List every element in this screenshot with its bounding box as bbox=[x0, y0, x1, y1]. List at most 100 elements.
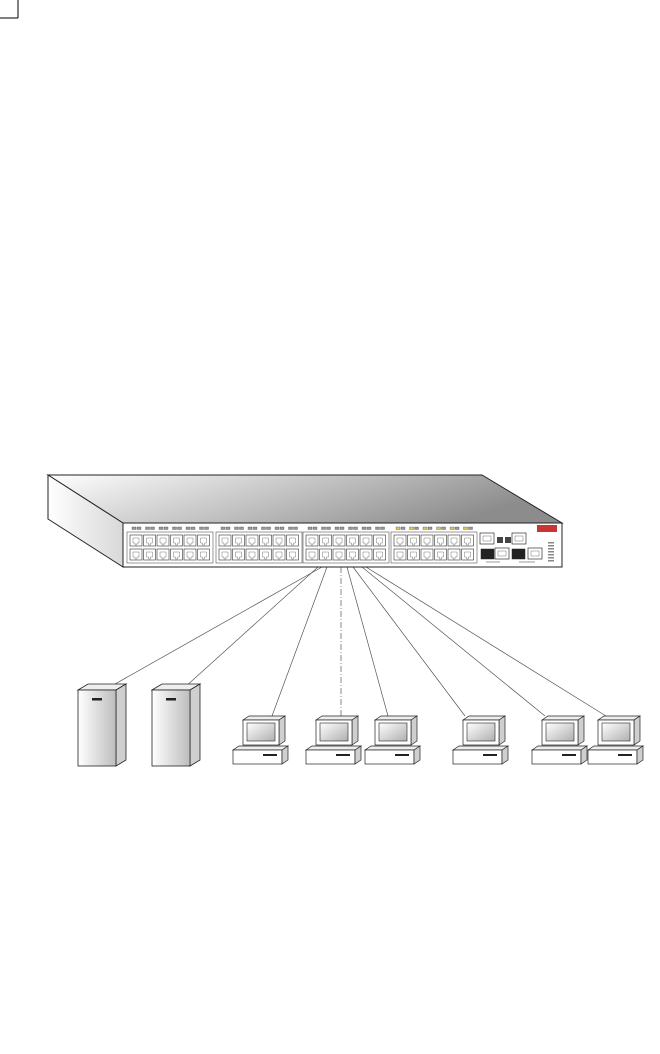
port-led bbox=[159, 527, 163, 530]
ethernet-port bbox=[246, 535, 258, 546]
port-led bbox=[362, 527, 366, 530]
port-led bbox=[340, 527, 344, 530]
ethernet-port bbox=[287, 535, 299, 546]
server-group bbox=[78, 684, 200, 766]
pc-base-top bbox=[532, 746, 587, 750]
port-led bbox=[200, 527, 204, 530]
port-led bbox=[240, 527, 244, 530]
port-led bbox=[280, 527, 284, 530]
port-led bbox=[376, 527, 380, 530]
port-led bbox=[396, 527, 400, 530]
workstation-pc bbox=[588, 716, 643, 764]
ethernet-port bbox=[144, 535, 156, 546]
workstation-pc bbox=[233, 716, 288, 764]
ethernet-port bbox=[273, 535, 285, 546]
ethernet-port bbox=[171, 535, 183, 546]
switch-top-panel bbox=[48, 475, 562, 523]
ethernet-port bbox=[360, 549, 372, 560]
workstation-group bbox=[233, 716, 643, 764]
uplink-port bbox=[480, 533, 494, 544]
workstation-pc bbox=[306, 716, 361, 764]
port-led bbox=[410, 527, 414, 530]
port-led bbox=[455, 527, 459, 530]
ethernet-port bbox=[435, 535, 447, 546]
network-link bbox=[366, 567, 606, 716]
uplink-port bbox=[495, 548, 509, 559]
ethernet-port bbox=[421, 549, 433, 560]
ethernet-port bbox=[435, 549, 447, 560]
port-led bbox=[349, 527, 353, 530]
ethernet-port bbox=[462, 535, 474, 546]
status-led bbox=[548, 545, 554, 547]
ethernet-port bbox=[233, 535, 245, 546]
status-led bbox=[548, 551, 554, 553]
port-led bbox=[275, 527, 279, 530]
server-drive-slot bbox=[92, 698, 102, 701]
ethernet-port bbox=[233, 549, 245, 560]
port-led bbox=[308, 527, 312, 530]
ethernet-port bbox=[320, 549, 332, 560]
port-led bbox=[442, 527, 446, 530]
port-led bbox=[289, 527, 293, 530]
port-led bbox=[415, 527, 419, 530]
pc-base-top bbox=[233, 746, 288, 750]
monitor-side bbox=[578, 716, 584, 745]
port-led bbox=[253, 527, 257, 530]
monitor-screen bbox=[379, 723, 407, 741]
console-port bbox=[505, 537, 511, 543]
ethernet-port bbox=[421, 535, 433, 546]
ethernet-port bbox=[157, 535, 169, 546]
status-led bbox=[548, 554, 554, 556]
port-led bbox=[221, 527, 225, 530]
status-led bbox=[548, 542, 554, 544]
ethernet-port bbox=[333, 535, 345, 546]
ethernet-port bbox=[374, 535, 386, 546]
pc-drive-slot bbox=[336, 754, 350, 756]
port-led bbox=[205, 527, 209, 530]
pc-base-front bbox=[588, 750, 637, 764]
pc-base-top bbox=[453, 746, 508, 750]
ethernet-port bbox=[198, 535, 210, 546]
port-led bbox=[423, 527, 427, 530]
ethernet-port bbox=[448, 549, 460, 560]
status-led bbox=[548, 557, 554, 559]
monitor-side bbox=[411, 716, 417, 745]
port-led bbox=[164, 527, 168, 530]
port-led bbox=[248, 527, 252, 530]
ethernet-port bbox=[260, 535, 272, 546]
port-led bbox=[267, 527, 271, 530]
port-led bbox=[146, 527, 150, 530]
network-link bbox=[353, 567, 465, 716]
ethernet-port bbox=[287, 549, 299, 560]
workstation-pc bbox=[532, 716, 587, 764]
ethernet-port bbox=[333, 549, 345, 560]
port-led bbox=[186, 527, 190, 530]
port-led bbox=[428, 527, 432, 530]
ethernet-port bbox=[320, 535, 332, 546]
pc-base-front bbox=[365, 750, 414, 764]
workstation-pc bbox=[365, 716, 420, 764]
workstation-pc bbox=[453, 716, 508, 764]
pc-drive-slot bbox=[618, 754, 632, 756]
port-led bbox=[132, 527, 136, 530]
sfp-slot bbox=[481, 549, 494, 559]
port-led bbox=[313, 527, 317, 530]
port-led bbox=[226, 527, 230, 530]
ethernet-port bbox=[171, 549, 183, 560]
ethernet-port bbox=[144, 549, 156, 560]
ethernet-port bbox=[306, 549, 318, 560]
monitor-top bbox=[598, 716, 640, 720]
status-led bbox=[548, 560, 554, 562]
monitor-side bbox=[352, 716, 358, 745]
port-led bbox=[469, 527, 473, 530]
pc-base-top bbox=[588, 746, 643, 750]
monitor-screen bbox=[320, 723, 348, 741]
pc-drive-slot bbox=[263, 754, 277, 756]
server-front bbox=[78, 690, 116, 766]
pc-drive-slot bbox=[483, 754, 497, 756]
pc-base-front bbox=[306, 750, 355, 764]
port-led bbox=[464, 527, 468, 530]
sfp-slot bbox=[512, 549, 525, 559]
port-led bbox=[381, 527, 385, 530]
